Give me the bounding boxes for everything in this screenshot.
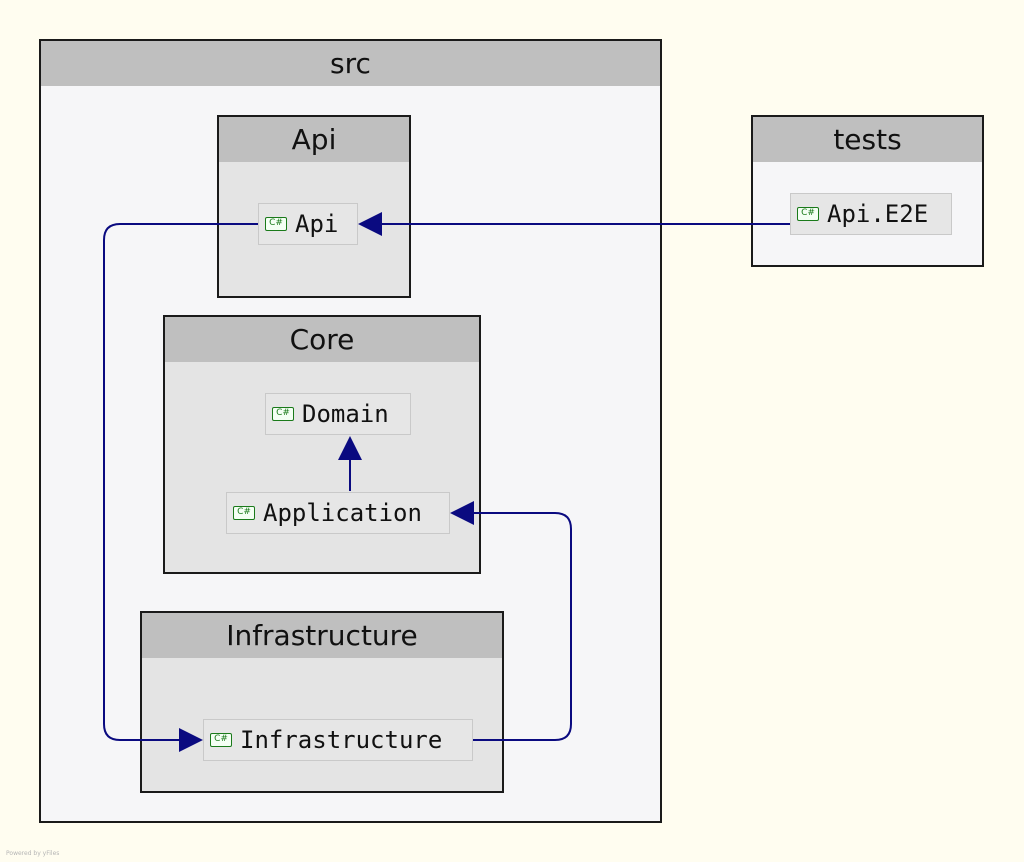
group-infrastructure-title: Infrastructure bbox=[142, 613, 502, 658]
node-api-e2e-label: Api.E2E bbox=[827, 200, 929, 228]
csharp-project-icon: C# bbox=[797, 207, 819, 221]
group-infrastructure[interactable]: Infrastructure bbox=[140, 611, 504, 793]
node-api-e2e[interactable]: C# Api.E2E bbox=[790, 193, 952, 235]
group-api[interactable]: Api bbox=[217, 115, 411, 298]
node-application-label: Application bbox=[263, 499, 422, 527]
node-application[interactable]: C# Application bbox=[226, 492, 450, 534]
edge-api-to-infrastructure bbox=[103, 223, 258, 741]
group-tests-title: tests bbox=[753, 117, 982, 162]
powered-by-footer: Powered by yFiles bbox=[6, 850, 60, 857]
edge-infrastructure-to-application-arrowhead bbox=[450, 501, 474, 525]
csharp-project-icon: C# bbox=[210, 733, 232, 747]
csharp-project-icon: C# bbox=[265, 217, 287, 231]
node-infrastructure-label: Infrastructure bbox=[240, 726, 443, 754]
group-src-title: src bbox=[41, 41, 660, 86]
csharp-project-icon: C# bbox=[233, 506, 255, 520]
edge-api-to-infrastructure-arrowhead bbox=[179, 728, 203, 752]
edge-api-e2e-to-api-arrowhead bbox=[358, 212, 382, 236]
node-infrastructure[interactable]: C# Infrastructure bbox=[203, 719, 473, 761]
edge-application-to-domain-arrowhead bbox=[338, 436, 362, 460]
group-tests[interactable]: tests bbox=[751, 115, 984, 267]
edge-infrastructure-to-application bbox=[472, 512, 572, 741]
group-api-title: Api bbox=[219, 117, 409, 162]
node-domain-label: Domain bbox=[302, 400, 389, 428]
node-api[interactable]: C# Api bbox=[258, 203, 358, 245]
csharp-project-icon: C# bbox=[272, 407, 294, 421]
group-core-title: Core bbox=[165, 317, 479, 362]
node-domain[interactable]: C# Domain bbox=[265, 393, 411, 435]
node-api-label: Api bbox=[295, 210, 339, 238]
